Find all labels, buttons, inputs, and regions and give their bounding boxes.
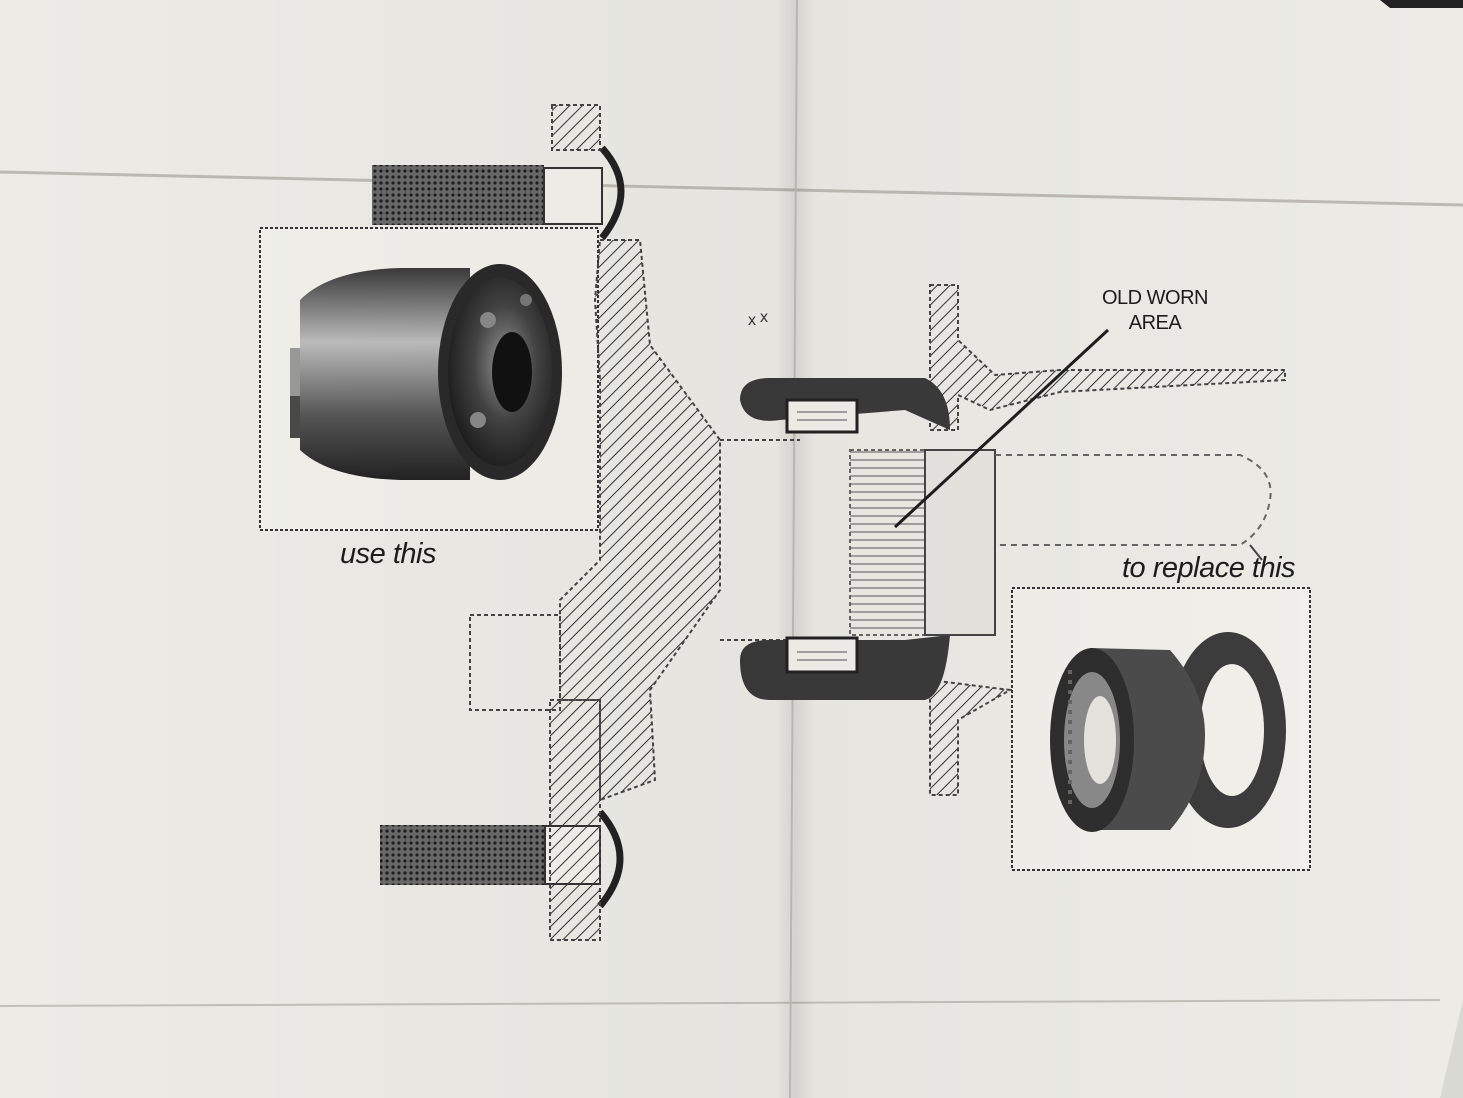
old-worn-area-line2: AREA <box>1128 312 1182 334</box>
old-worn-area-line1: OLD WORN <box>1102 287 1209 309</box>
old-worn-area-label: OLD WORN AREA <box>1080 286 1230 336</box>
use-this-caption: use this <box>340 538 436 570</box>
to-replace-this-caption: to replace this <box>1122 552 1296 584</box>
